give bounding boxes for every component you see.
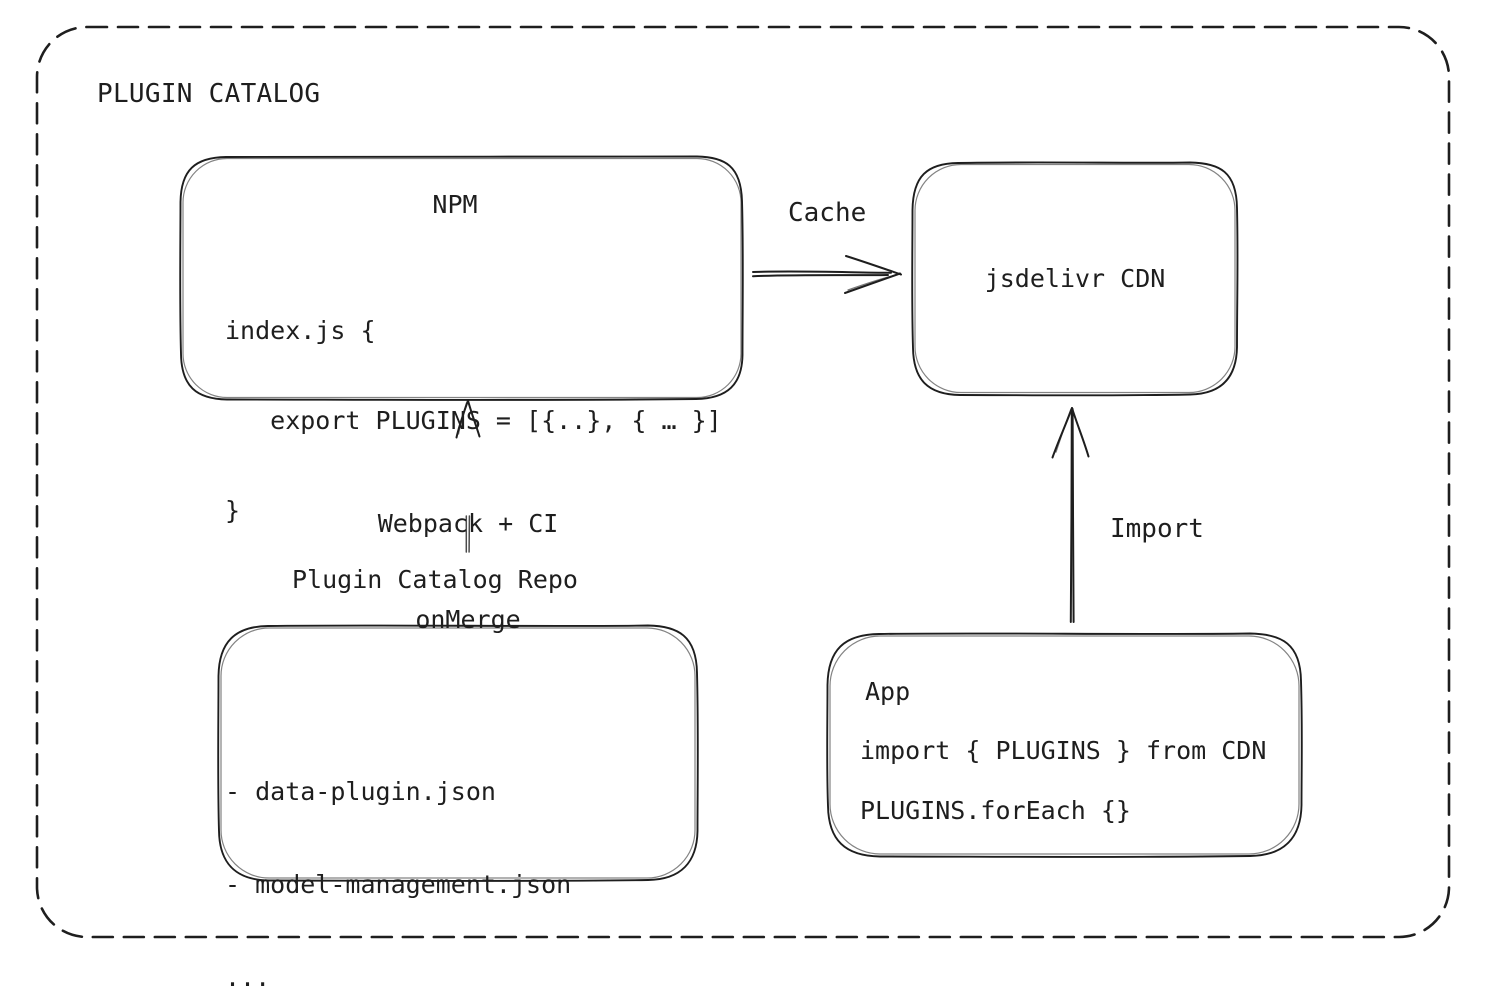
npm-code: index.js { export PLUGINS = [{..}, { … }… [225, 256, 722, 586]
cache-arrow [752, 255, 902, 294]
app-code-line: PLUGINS.forEach {} [860, 796, 1131, 825]
import-arrow [1051, 407, 1090, 623]
build-arrow [455, 399, 481, 553]
npm-code-line: export PLUGINS = [{..}, { … }] [225, 406, 722, 435]
repo-file-item: - model-management.json [225, 870, 572, 899]
repo-node-shape [217, 624, 699, 882]
catalog-frame [35, 25, 1451, 939]
npm-code-line: } [225, 496, 241, 525]
npm-heading: NPM [432, 190, 478, 219]
import-label: Import [1110, 514, 1204, 544]
app-code-line: import { PLUGINS } from CDN [860, 736, 1267, 765]
repo-file-item: ... [225, 963, 271, 992]
cdn-node-shape [911, 161, 1239, 397]
build-label-line: onMerge [415, 605, 521, 634]
repo-file-item: - data-plugin.json [225, 777, 496, 806]
repo-file-list: - data-plugin.json - model-management.js… [225, 714, 571, 1002]
repo-heading: Plugin Catalog Repo [292, 565, 578, 594]
app-node-shape [826, 632, 1303, 858]
npm-node-shape [179, 155, 744, 401]
build-label-line: Webpack + CI [377, 509, 559, 538]
diagram-title: PLUGIN CATALOG [97, 79, 321, 109]
npm-code-line: index.js { [225, 316, 376, 345]
app-heading: App [865, 677, 911, 706]
build-label: Webpack + CI onMerge [318, 444, 618, 700]
cdn-heading: jsdelivr CDN [984, 264, 1166, 293]
cache-label: Cache [788, 198, 867, 228]
